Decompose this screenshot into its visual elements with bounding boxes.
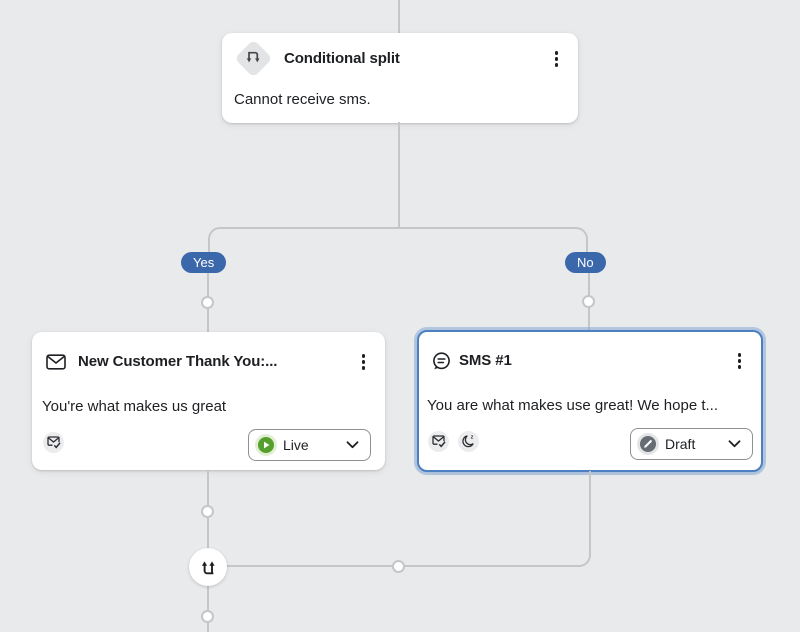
connector-split-elbow <box>208 227 588 253</box>
envelope-icon <box>46 354 66 370</box>
conditional-split-menu-button[interactable] <box>549 47 565 71</box>
envelope-check-icon <box>43 432 64 453</box>
merge-arrows-icon <box>201 561 215 575</box>
connector-line-stem <box>398 122 400 228</box>
split-arrows-icon <box>246 51 260 63</box>
play-icon <box>258 437 274 453</box>
branch-label-no: No <box>565 252 606 273</box>
email-status-label: Live <box>283 437 309 453</box>
connector-dot <box>201 296 214 309</box>
conditional-split-icon <box>233 38 273 78</box>
email-card-preview: You're what makes us great <box>42 398 227 415</box>
sms-card-menu-button[interactable] <box>732 349 748 373</box>
email-card[interactable]: New Customer Thank You:... You're what m… <box>32 332 385 470</box>
email-card-title: New Customer Thank You:... <box>78 353 278 370</box>
connector-dot <box>201 610 214 623</box>
sms-status-label: Draft <box>665 436 696 452</box>
chevron-down-icon <box>346 441 359 449</box>
chat-bubble-icon <box>433 352 450 370</box>
sms-card-title: SMS #1 <box>459 352 512 369</box>
conditional-split-description: Cannot receive sms. <box>234 91 371 108</box>
conditional-split-card[interactable]: Conditional split Cannot receive sms. <box>222 33 578 123</box>
svg-text:z: z <box>471 435 474 441</box>
connector-dot <box>392 560 405 573</box>
connector-merge-elbow <box>227 471 591 567</box>
email-card-menu-button[interactable] <box>356 350 372 374</box>
merge-node[interactable] <box>189 548 227 586</box>
pencil-icon <box>640 436 656 452</box>
connector-line-incoming <box>398 0 400 34</box>
sms-card-preview: You are what makes use great! We hope t.… <box>427 397 719 414</box>
sms-card[interactable]: SMS #1 You are what makes use great! We … <box>417 330 763 472</box>
connector-dot <box>201 505 214 518</box>
envelope-check-icon <box>428 431 449 452</box>
moon-z-icon: z <box>458 431 479 452</box>
chevron-down-icon <box>728 440 741 448</box>
conditional-split-title: Conditional split <box>284 50 400 67</box>
sms-status-select[interactable]: Draft <box>630 428 753 460</box>
connector-dot <box>582 295 595 308</box>
email-status-select[interactable]: Live <box>248 429 371 461</box>
branch-label-yes: Yes <box>181 252 227 273</box>
